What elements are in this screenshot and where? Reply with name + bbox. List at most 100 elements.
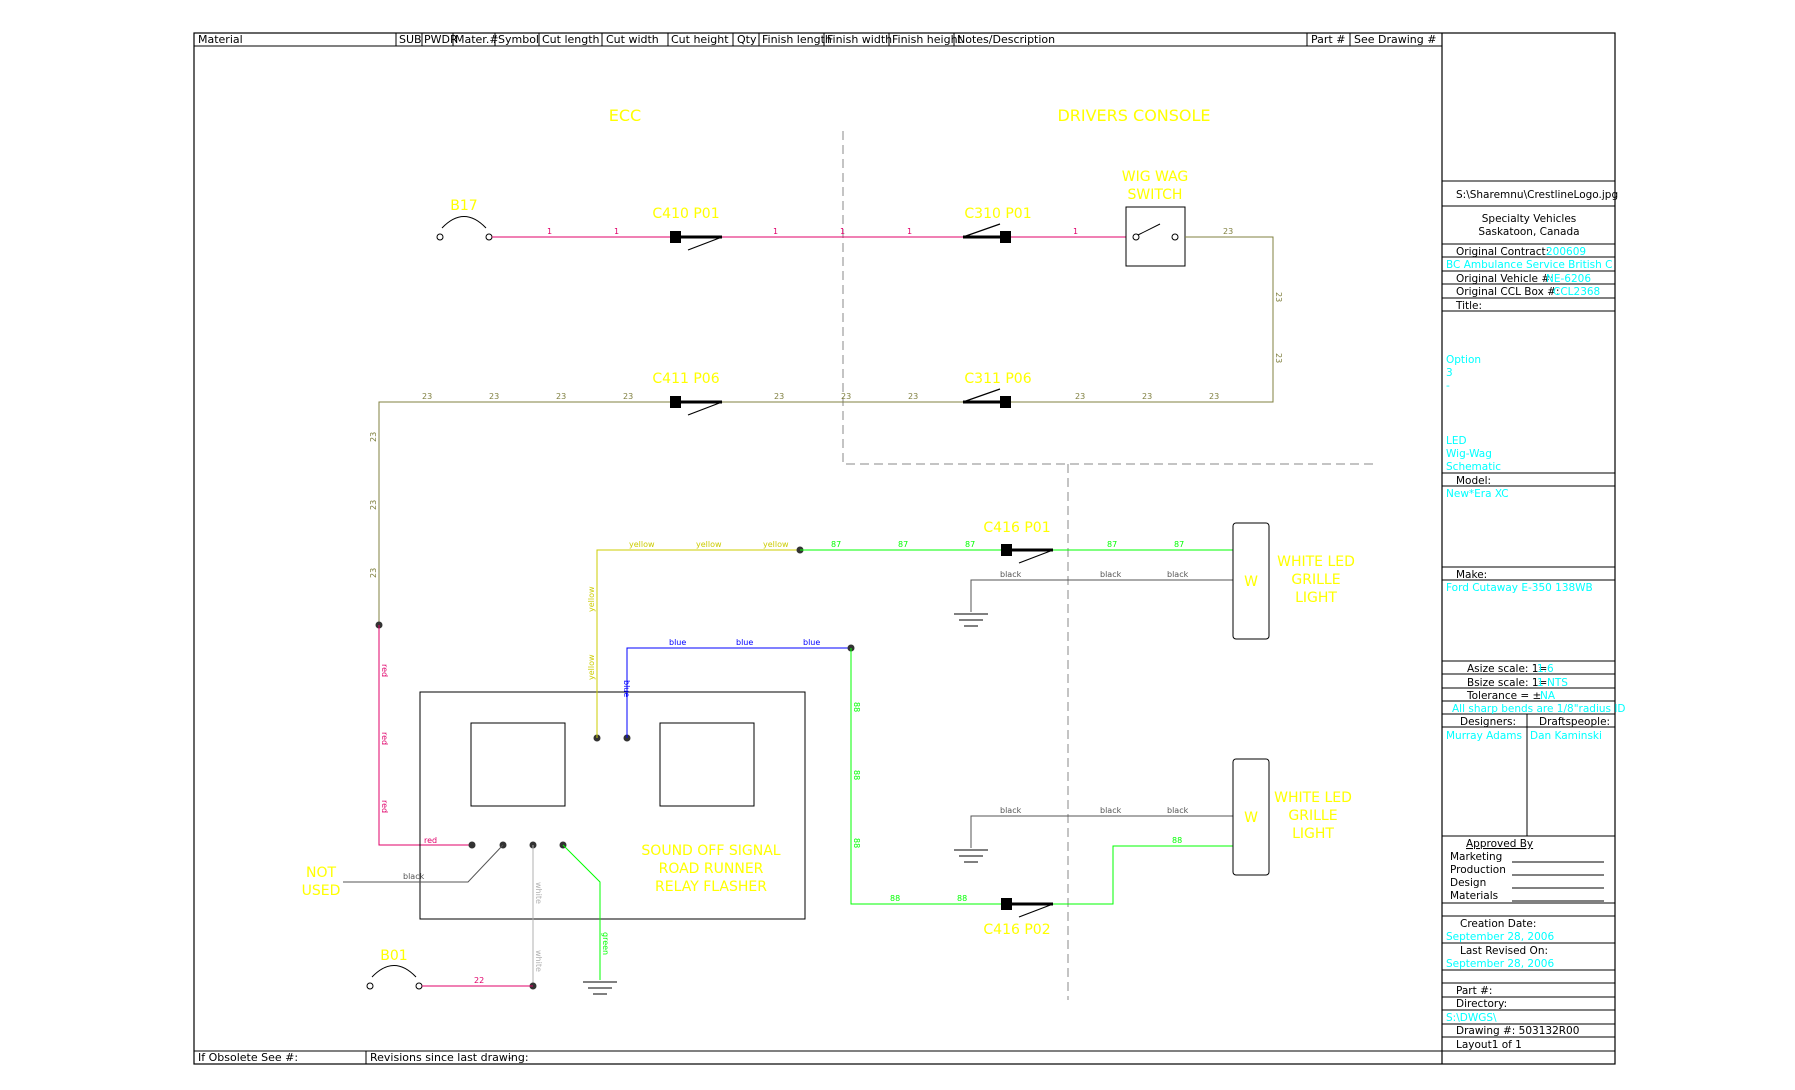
wire-88-tag-d: 88 bbox=[890, 894, 900, 903]
lamp-bottom-letter: W bbox=[1244, 810, 1258, 826]
footer-revisions-label: Revisions since last drawing: bbox=[370, 1051, 529, 1064]
draftspeople-label: Draftspeople: bbox=[1539, 716, 1610, 728]
wire-yellow-tag-c: yellow bbox=[629, 540, 655, 549]
directory-label: Directory: bbox=[1456, 998, 1507, 1010]
flasher-relay-left bbox=[470, 722, 566, 807]
make-label: Make: bbox=[1456, 569, 1487, 581]
wire-23-tag-e: 23 bbox=[1142, 392, 1152, 401]
not-used-label-2: USED bbox=[302, 883, 341, 899]
connector-c411-p06: C411 P06 bbox=[652, 371, 723, 416]
last-revised-value: September 28, 2006 bbox=[1446, 958, 1554, 970]
header-col-pwdr: PWDR bbox=[424, 33, 458, 46]
title-block: S:\Sharemnu\CrestlineLogo.jpg Specialty … bbox=[1442, 180, 1626, 1052]
flasher-terminal-red bbox=[468, 841, 476, 849]
original-contract-value: 200609 bbox=[1546, 246, 1586, 258]
wire-23-tag-f: 23 bbox=[1075, 392, 1085, 401]
zone-divider-upper bbox=[842, 131, 1374, 465]
wire-yellow-tag-b: yellow bbox=[587, 654, 596, 680]
lamp-top-label-2: GRILLE bbox=[1291, 572, 1340, 588]
title-line-b1: LED bbox=[1446, 435, 1467, 447]
title-label: Title: bbox=[1455, 300, 1482, 312]
ground-symbol-flasher bbox=[583, 981, 617, 995]
title-line-a2: 3 bbox=[1446, 367, 1453, 379]
bsize-value: 1 NTS bbox=[1537, 677, 1568, 689]
wire-87-tag-e: 87 bbox=[1174, 540, 1184, 549]
wire-23-tag-d: 23 bbox=[1209, 392, 1219, 401]
designers-label: Designers: bbox=[1460, 716, 1516, 728]
wire-87-tag-a: 87 bbox=[831, 540, 841, 549]
wire-23-tag-i: 23 bbox=[774, 392, 784, 401]
wire-23-tag-p: 23 bbox=[369, 568, 378, 578]
wire-black-top-lamp bbox=[970, 579, 1233, 612]
wire-black-top-tag-a: black bbox=[1000, 570, 1022, 579]
header-row: Material SUB PWDR Mater.# Symbol Cut len… bbox=[194, 33, 1443, 1064]
wire-red-tag-c: red bbox=[380, 800, 389, 813]
header-col-notes: Notes/Description bbox=[957, 33, 1055, 46]
original-contract-label: Original Contract: bbox=[1456, 246, 1549, 258]
wire-88-green bbox=[850, 648, 1233, 905]
header-col-cut-height: Cut height bbox=[671, 33, 729, 46]
wire-1-tag-a: 1 bbox=[547, 227, 552, 236]
original-vehicle-label: Original Vehicle #: bbox=[1456, 273, 1554, 285]
header-col-material: Material bbox=[198, 33, 243, 46]
wire-black-bottom-tag-b: black bbox=[1100, 806, 1122, 815]
wire-white-tag-a: white bbox=[534, 882, 543, 904]
drawing-number: Drawing #: 503132R00 bbox=[1456, 1025, 1579, 1037]
zone-label-drivers-console: DRIVERS CONSOLE bbox=[1057, 106, 1210, 125]
make-value: Ford Cutaway E-350 138WB bbox=[1446, 582, 1593, 594]
approval-production: Production bbox=[1450, 864, 1506, 876]
wire-23-tag-h: 23 bbox=[841, 392, 851, 401]
wire-1-tag-d: 1 bbox=[840, 227, 845, 236]
model-value: New*Era XC bbox=[1446, 488, 1509, 500]
wire-black-bottom-lamp bbox=[970, 815, 1233, 848]
title-line-a1: Option bbox=[1446, 354, 1481, 366]
footer-row: If Obsolete See #: Revisions since last … bbox=[194, 1050, 1442, 1064]
wire-22-tag: 22 bbox=[474, 976, 484, 985]
connector-c410-label: C410 P01 bbox=[652, 206, 719, 222]
schematic: ECC DRIVERS CONSOLE B17 1 1 1 1 1 1 C410… bbox=[302, 106, 1374, 1000]
wire-red-tag-d: red bbox=[424, 836, 437, 845]
part-label: Part #: bbox=[1456, 985, 1492, 997]
wire-88-tag-e: 88 bbox=[957, 894, 967, 903]
wire-87-tag-c: 87 bbox=[965, 540, 975, 549]
tolerance-label: Tolerance = ± bbox=[1466, 690, 1541, 702]
wire-blue-tag-b: blue bbox=[669, 638, 686, 647]
switch-label-1: WIG WAG bbox=[1122, 169, 1189, 185]
lamp-top-label-1: WHITE LED bbox=[1277, 554, 1355, 570]
last-revised-label: Last Revised On: bbox=[1460, 945, 1548, 957]
connector-c310-label: C310 P01 bbox=[964, 206, 1031, 222]
lamp-bottom: W WHITE LED GRILLE LIGHT bbox=[1232, 758, 1352, 876]
lamp-top-label-3: LIGHT bbox=[1295, 590, 1337, 606]
lamp-bottom-label-1: WHITE LED bbox=[1274, 790, 1352, 806]
wire-yellow bbox=[596, 549, 800, 738]
breaker-b01-label: B01 bbox=[380, 948, 407, 964]
wire-black-not-used-tag: black bbox=[403, 872, 425, 881]
wire-23-tag-c: 23 bbox=[1274, 353, 1283, 363]
connector-c416-p02-label: C416 P02 bbox=[983, 922, 1050, 938]
connector-c311-p06: C311 P06 bbox=[962, 371, 1032, 408]
wire-black-not-used bbox=[343, 844, 504, 883]
connector-c416-p01-label: C416 P01 bbox=[983, 520, 1050, 536]
header-col-finish-length: Finish length bbox=[762, 33, 832, 46]
footer-revisions-value: - bbox=[508, 1051, 512, 1064]
layout-label: Layout1 of 1 bbox=[1456, 1039, 1522, 1051]
wire-1-tag-e: 1 bbox=[907, 227, 912, 236]
connector-c310-p01: C310 P01 bbox=[962, 206, 1032, 243]
wire-red-tag-a: red bbox=[380, 664, 389, 677]
title-line-b2: Wig-Wag bbox=[1446, 448, 1492, 460]
creation-date-label: Creation Date: bbox=[1460, 918, 1536, 930]
creation-date-value: September 28, 2006 bbox=[1446, 931, 1554, 943]
header-col-finish-height: Finish height bbox=[892, 33, 963, 46]
asize-value: 1.6 bbox=[1537, 663, 1554, 675]
wire-green-ground bbox=[562, 844, 601, 980]
wire-23-tag-m: 23 bbox=[422, 392, 432, 401]
wire-88-tag-f: 88 bbox=[1172, 836, 1182, 845]
ground-symbol-bottom-lamp bbox=[954, 849, 988, 863]
wire-red-tag-b: red bbox=[380, 732, 389, 745]
wire-23-tag-n: 23 bbox=[369, 432, 378, 442]
approval-marketing: Marketing bbox=[1450, 851, 1502, 863]
wire-blue-tag-c: blue bbox=[736, 638, 753, 647]
wire-yellow-tag-d: yellow bbox=[696, 540, 722, 549]
wire-87-tag-b: 87 bbox=[898, 540, 908, 549]
